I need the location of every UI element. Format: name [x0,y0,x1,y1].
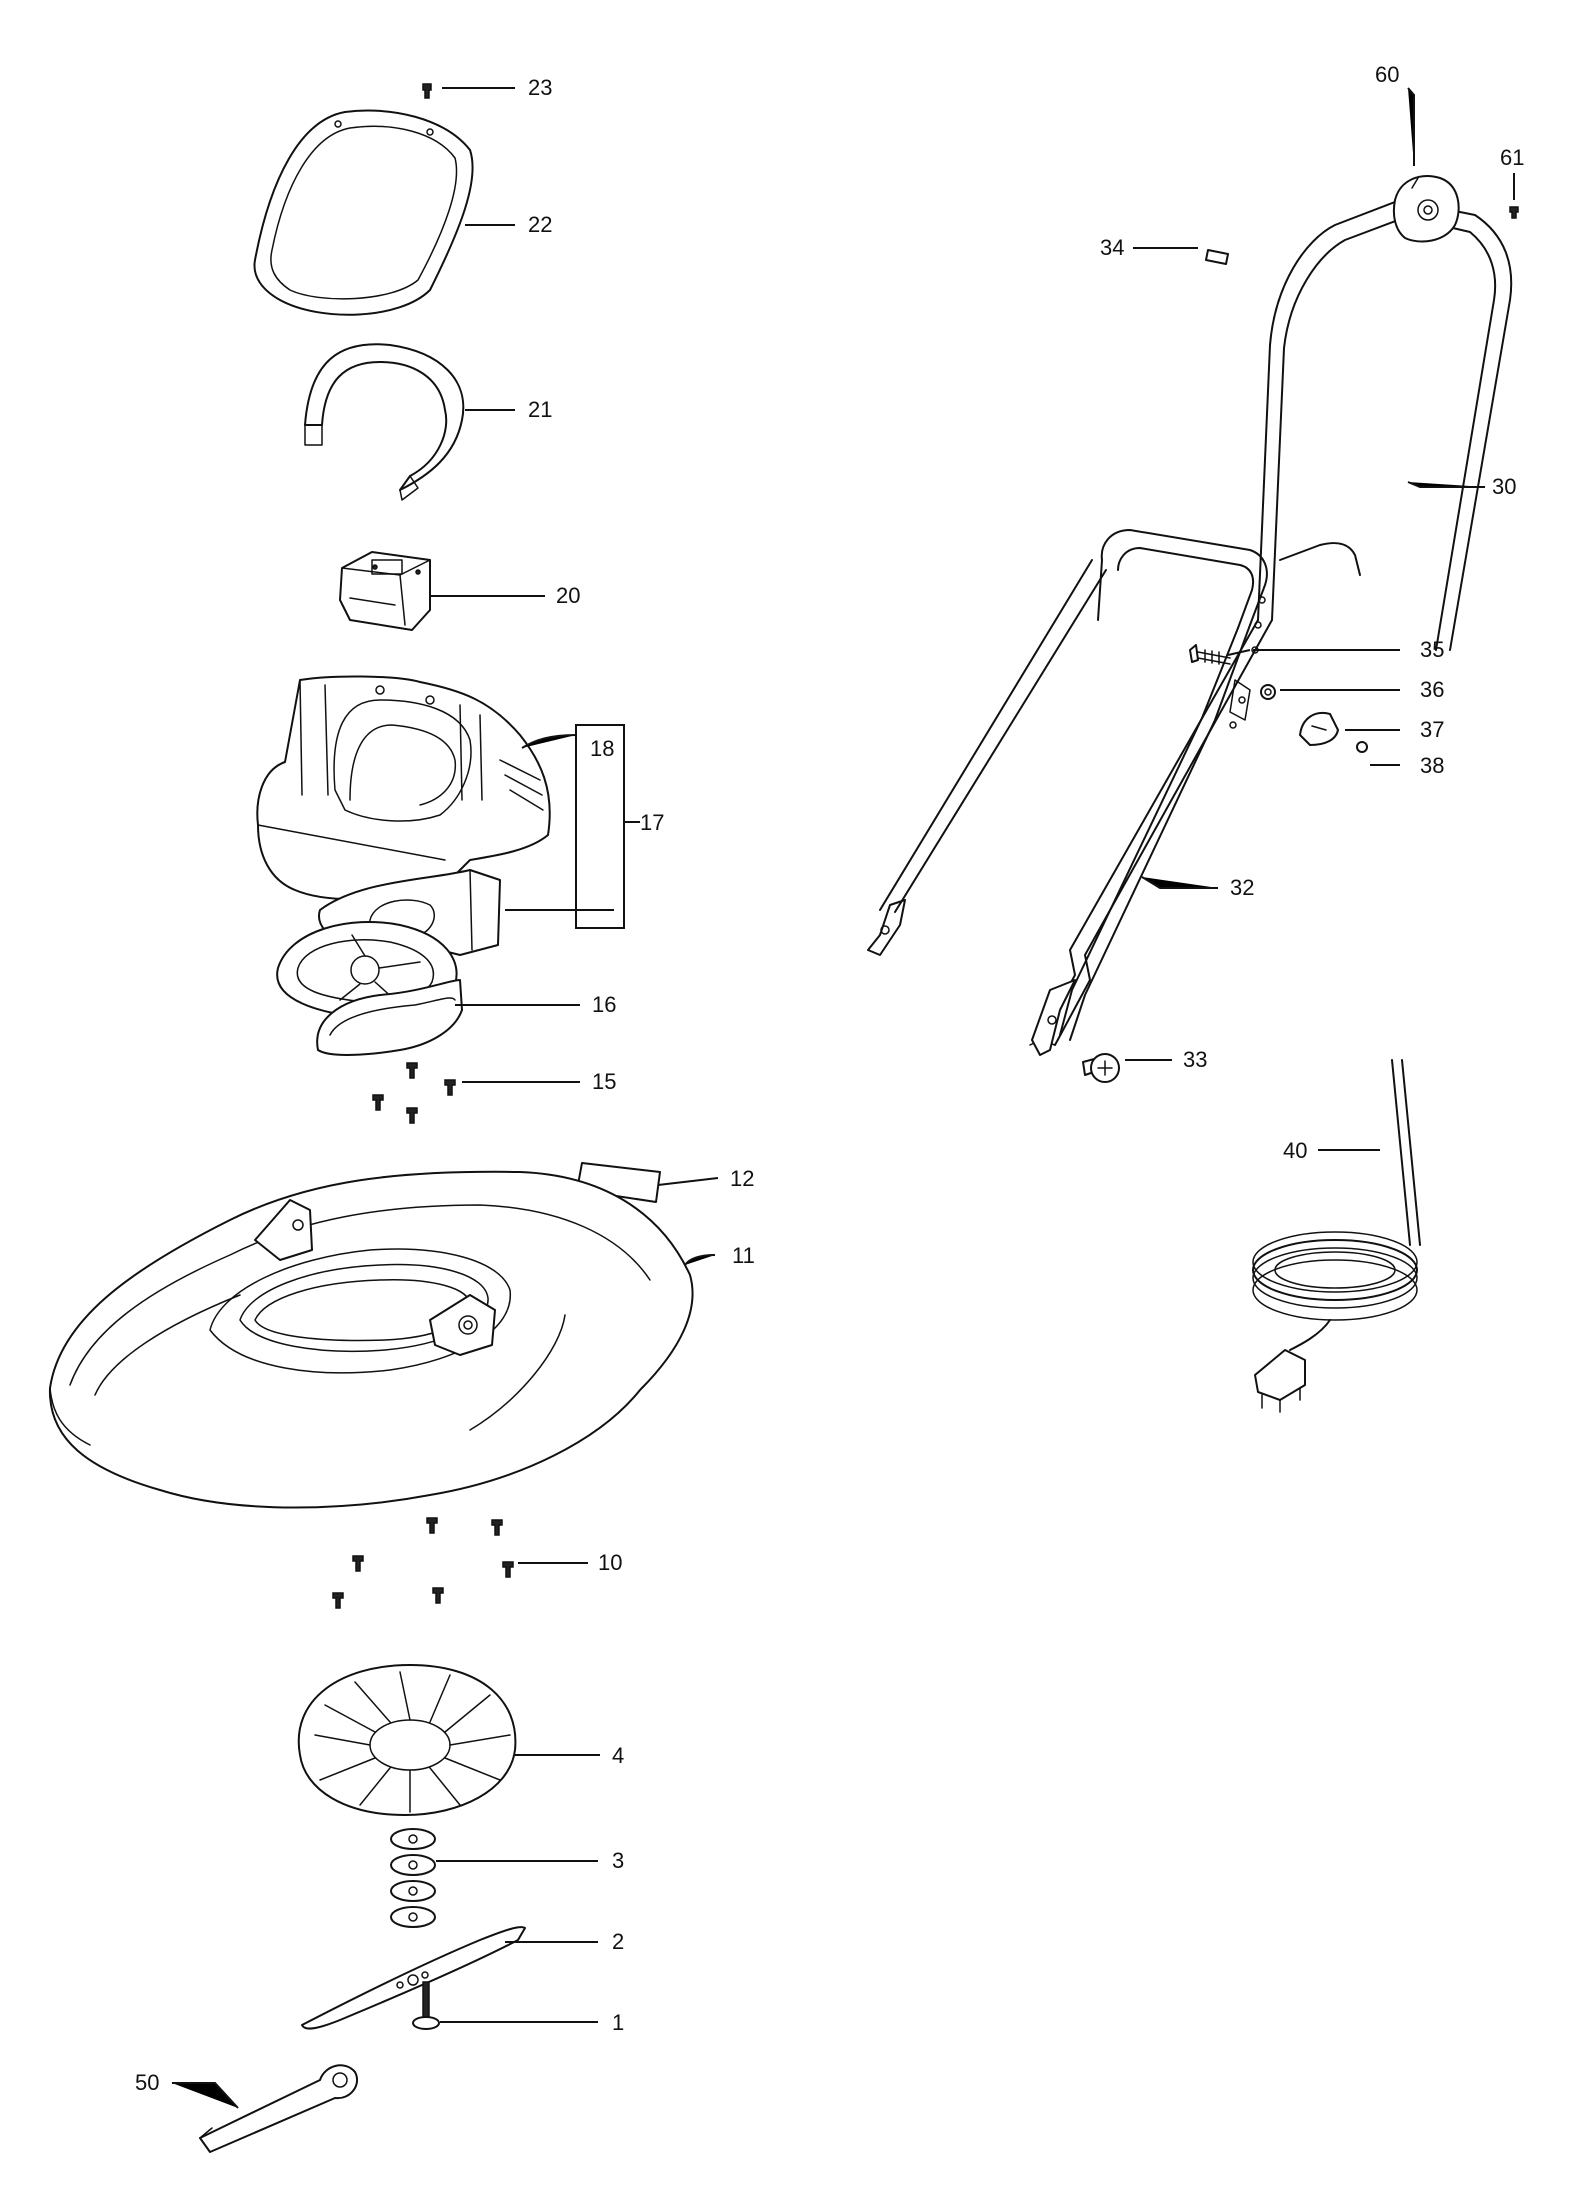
label-50: 50 [135,2070,159,2095]
part-50-spanner [199,2064,358,2153]
label-33: 33 [1183,1047,1207,1072]
label-60: 60 [1375,62,1399,87]
part-2-blade [301,1926,526,2030]
part-61-screw [1509,206,1519,219]
part-23-screw [422,83,432,99]
part-30-handle-foot [867,559,1107,956]
label-2: 2 [612,1929,624,1954]
part-10-screws [332,1517,514,1609]
label-30: 30 [1492,474,1516,499]
part-37-knob [1299,712,1339,746]
label-20: 20 [556,583,580,608]
label-36: 36 [1420,677,1444,702]
label-23: 23 [528,75,552,100]
part-60-clip [1411,177,1419,189]
part-32-lower-handle [1029,529,1268,1056]
part-36-washer [1260,684,1276,700]
label-21: 21 [528,397,552,422]
label-34: 34 [1100,235,1124,260]
part-20-motor [339,551,431,631]
part-3-spacers [390,1828,436,1928]
part-16-duct [276,921,463,1056]
leader-lines [172,87,1515,2109]
part-30-upper-handle [1039,175,1513,1046]
part-38-nut [1356,741,1368,753]
label-10: 10 [598,1550,622,1575]
label-37: 37 [1420,717,1444,742]
label-3: 3 [612,1848,624,1873]
label-40: 40 [1283,1138,1307,1163]
part-17-bracket-box [575,724,625,929]
label-4: 4 [612,1743,624,1768]
part-35-bolt [1189,644,1231,665]
part-labels: 23 22 21 20 18 17 16 15 12 11 10 4 3 2 1… [135,62,1524,2095]
label-15: 15 [592,1069,616,1094]
label-12: 12 [730,1166,754,1191]
label-32: 32 [1230,875,1254,900]
label-16: 16 [592,992,616,1017]
part-33-knob [1082,1053,1120,1083]
part-4-fan [297,1664,517,1816]
label-17: 17 [640,810,664,835]
part-40-cable [1252,1059,1421,1413]
part-1-bolt [412,1981,440,2030]
label-35: 35 [1420,637,1444,662]
label-11: 11 [732,1243,755,1268]
label-18: 18 [590,736,614,761]
part-21-u-bracket [304,343,465,501]
label-38: 38 [1420,753,1444,778]
label-1: 1 [612,2010,624,2035]
part-34-clip [1205,249,1229,265]
part-15-screws [372,1062,456,1124]
label-61: 61 [1500,145,1524,170]
part-11-hood [48,1170,694,1509]
label-22: 22 [528,212,552,237]
part-22-cover [253,109,474,316]
part-18-motor-housing [256,675,551,901]
